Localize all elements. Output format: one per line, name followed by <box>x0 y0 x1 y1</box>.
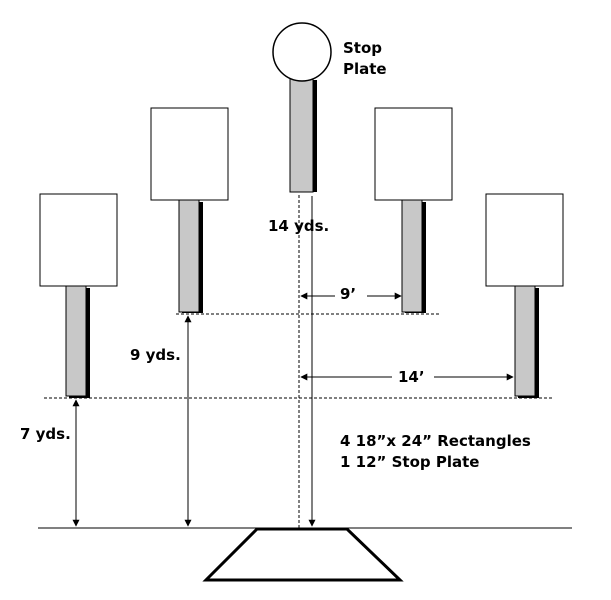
note-stop-plate: 1 12” Stop Plate <box>340 453 479 471</box>
stop-plate-label-line2: Plate <box>343 60 387 78</box>
distance-label-9yds: 9 yds. <box>130 346 181 364</box>
target-post <box>65 285 87 397</box>
target-post <box>514 285 536 397</box>
lateral-label-14ft: 14’ <box>398 368 425 386</box>
distance-label-14yds: 14 yds. <box>268 217 329 235</box>
shooting-box <box>202 527 404 582</box>
target-post <box>401 199 423 313</box>
stop-plate-circle <box>272 22 332 82</box>
target-far-left <box>39 193 118 398</box>
target-far-right <box>485 193 564 398</box>
stop-plate-label-line1: Stop <box>343 39 382 57</box>
stop-plate-target <box>272 22 332 193</box>
stop-plate-post <box>289 77 314 193</box>
target-post <box>178 199 200 313</box>
target-left-center <box>150 107 229 313</box>
lateral-label-9ft: 9’ <box>340 285 356 303</box>
note-rectangles: 4 18”x 24” Rectangles <box>340 432 531 450</box>
target-right-center <box>374 107 453 313</box>
distance-label-7yds: 7 yds. <box>20 425 71 443</box>
